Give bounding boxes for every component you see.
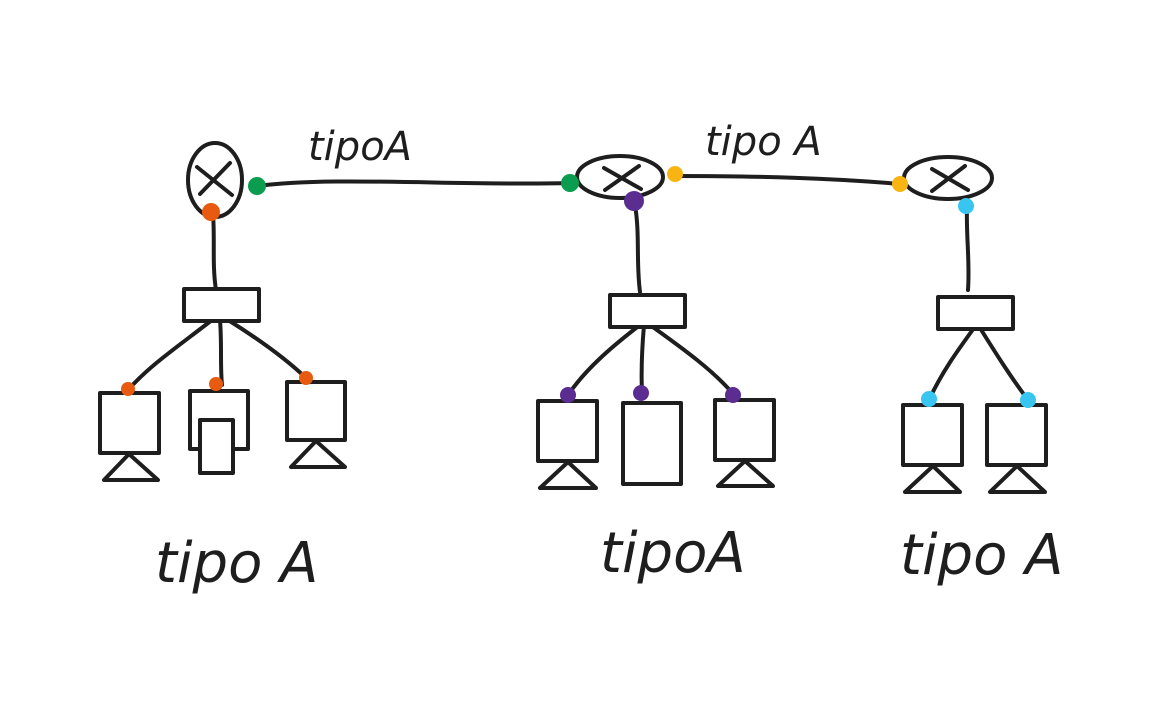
triangle-icon — [716, 459, 775, 488]
port-dot-purple — [624, 191, 644, 211]
port-dot-cyan — [921, 391, 937, 407]
port-dot-orange — [299, 371, 313, 385]
triangle-icon — [538, 460, 598, 490]
cross-node-1 — [186, 141, 244, 219]
cross-node-3 — [902, 155, 994, 201]
group-middle: tipoA — [536, 154, 776, 586]
triangle-icon — [102, 452, 160, 482]
group-right: tipo A — [900, 155, 1063, 588]
port-dot-orange — [121, 382, 135, 396]
port-dot-cyan — [958, 198, 974, 214]
port-dot-cyan — [1020, 392, 1036, 408]
port-dot-green — [248, 177, 266, 195]
port-dot-yellow — [667, 166, 683, 182]
edge-label-left: tipoA — [308, 124, 412, 170]
port-dot-yellow — [892, 176, 908, 192]
switch-box-2 — [608, 293, 687, 329]
cross-node-2 — [575, 154, 665, 200]
host-box — [285, 380, 347, 442]
host-box — [98, 391, 161, 455]
host-box — [901, 403, 964, 467]
link-node2-switch2 — [633, 203, 642, 294]
port-dots — [121, 166, 1036, 408]
port-dot-purple — [725, 387, 741, 403]
triangle-icon — [988, 464, 1047, 494]
link-node1-node2 — [256, 179, 572, 188]
link-node3-switch3 — [964, 206, 971, 292]
link-node1-switch1 — [211, 212, 218, 292]
group-label-right: tipo A — [900, 523, 1063, 588]
triangle-icon — [289, 439, 347, 469]
port-dot-orange — [209, 377, 223, 391]
port-dot-orange — [202, 203, 220, 221]
host-box — [621, 401, 683, 486]
link-node2-node3 — [670, 174, 902, 186]
group-left: tipo A — [98, 141, 347, 596]
switch-box-3 — [936, 295, 1015, 331]
group-label-left: tipo A — [155, 531, 318, 596]
host-box — [985, 403, 1048, 467]
port-dot-green — [561, 174, 579, 192]
host-box-inner — [198, 418, 235, 475]
port-dot-purple — [560, 387, 576, 403]
group-label-middle: tipoA — [600, 521, 746, 586]
switch-box-1 — [182, 287, 261, 323]
host-box — [713, 398, 776, 462]
host-box — [536, 399, 599, 463]
port-dot-purple — [633, 385, 649, 401]
edge-label-right: tipo A — [705, 119, 822, 165]
triangle-icon — [903, 464, 962, 494]
